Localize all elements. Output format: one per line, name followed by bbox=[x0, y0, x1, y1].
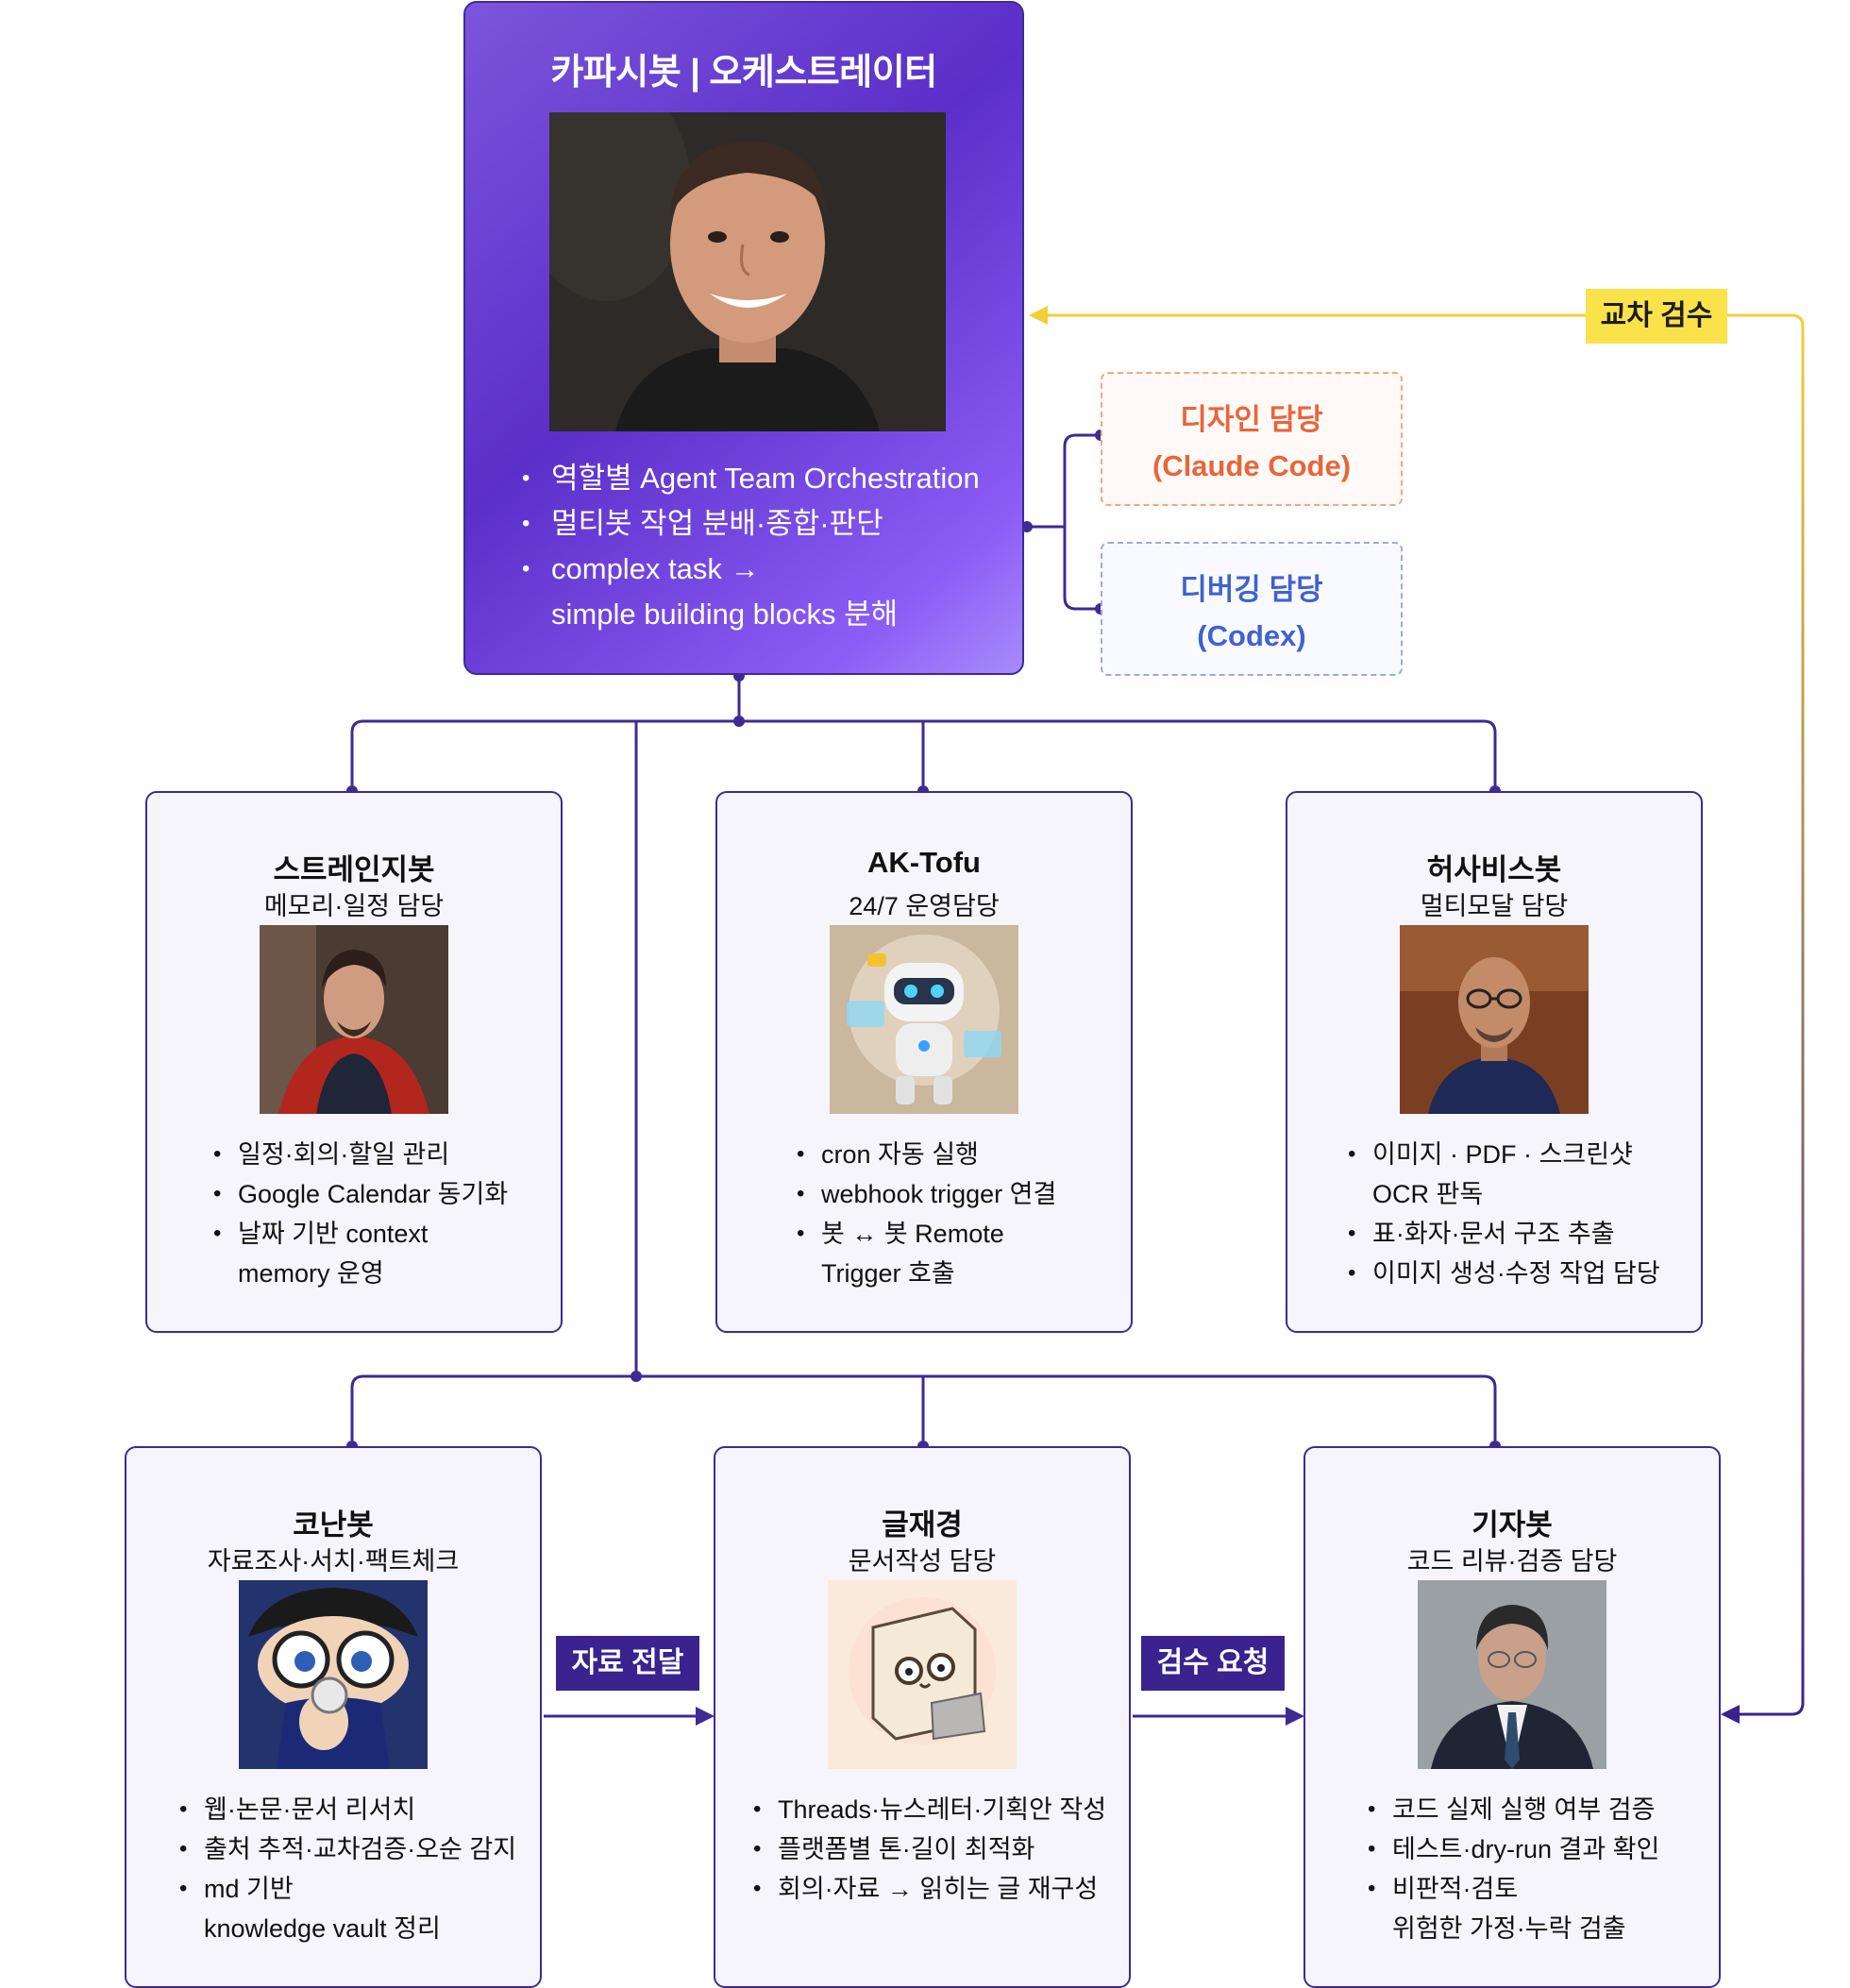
debug-role-box: 디버깅 담당 (Codex) bbox=[1101, 542, 1403, 676]
orchestrator-card: 카파시봇 | 오케스트레이터 역할별 Agent Team Orchestrat… bbox=[463, 1, 1024, 675]
bot-bullet: 이미지 생성·수정 작업 담당 bbox=[1346, 1254, 1660, 1293]
jarvis-portrait bbox=[1400, 925, 1589, 1114]
dot-orch-right bbox=[1021, 521, 1033, 532]
cross-review-label: 교차 검수 bbox=[1586, 289, 1727, 344]
dot-bus-center bbox=[733, 716, 745, 727]
bot-name: 기자봇 bbox=[1472, 1508, 1553, 1542]
bot-bullet: 웹·논문·문서 리서치 bbox=[177, 1790, 516, 1829]
bot-name: 스트레인지봇 bbox=[273, 853, 435, 886]
dot-lower-bus bbox=[631, 1371, 642, 1382]
bot-name: 허사비스봇 bbox=[1426, 853, 1562, 886]
orchestrator-bullet: 멀티봇 작업 분배·종합·판단 bbox=[522, 501, 980, 547]
writer-illustration bbox=[828, 1580, 1017, 1769]
orchestrator-portrait bbox=[549, 112, 946, 431]
bot-bullet: Threads·뉴스레터·기획안 작성 bbox=[751, 1790, 1106, 1829]
bot-role: 멀티모달 담당 bbox=[1420, 892, 1569, 920]
bot-bullet: cron 자동 실행 bbox=[795, 1135, 1056, 1174]
design-role-title: 디자인 담당 bbox=[1180, 403, 1323, 436]
bot-card-conan: 코난봇 자료조사·서치·팩트체크 웹·논문·문서 리서치 출처 추적·교차검증·… bbox=[125, 1446, 542, 1988]
bot-bullets: Threads·뉴스레터·기획안 작성 플랫폼별 톤·길이 최적화 회의·자료 … bbox=[751, 1790, 1106, 1909]
bot-bullet: 플랫폼별 톤·길이 최적화 bbox=[751, 1829, 1106, 1869]
bot-bullet: 표·화자·문서 구조 추출 bbox=[1346, 1214, 1660, 1254]
bot-name: 글재경 bbox=[882, 1508, 963, 1542]
orchestrator-bullet: complex task →simple building blocks 분해 bbox=[522, 547, 980, 637]
bot-bullets: 웹·논문·문서 리서치 출처 추적·교차검증·오순 감지 md 기반knowle… bbox=[177, 1790, 516, 1948]
bot-card-writer: 글재경 문서작성 담당 Threads·뉴스레터·기획안 작성 플랫폼별 톤·길… bbox=[714, 1446, 1131, 1988]
design-role-box: 디자인 담당 (Claude Code) bbox=[1101, 372, 1403, 506]
bot-bullets: 일정·회의·할일 관리 Google Calendar 동기화 날짜 기반 co… bbox=[211, 1135, 508, 1293]
bot-bullets: cron 자동 실행 webhook trigger 연결 봇 ↔ 봇 Remo… bbox=[795, 1135, 1056, 1293]
bot-role: 메모리·일정 담당 bbox=[263, 892, 445, 920]
bot-bullet: 출처 추적·교차검증·오순 감지 bbox=[177, 1829, 516, 1869]
debug-role-title: 디버깅 담당 bbox=[1180, 573, 1323, 606]
bot-bullets: 코드 실제 실행 여부 검증 테스트·dry-run 결과 확인 비판적·검토위… bbox=[1366, 1790, 1659, 1948]
bot-card-strange: 스트레인지봇 메모리·일정 담당 일정·회의·할일 관리 Google Cale… bbox=[145, 791, 563, 1333]
design-role-tool: (Claude Code) bbox=[1152, 449, 1352, 482]
bot-card-reporter: 기자봇 코드 리뷰·검증 담당 코드 실제 실행 여부 검증 테스트·dry-r… bbox=[1303, 1446, 1721, 1988]
data-transfer-label: 자료 전달 bbox=[556, 1636, 699, 1691]
side-bracket bbox=[1029, 433, 1099, 611]
orchestrator-title: 카파시봇 | 오케스트레이터 bbox=[550, 53, 937, 93]
review-request-label: 검수 요청 bbox=[1141, 1636, 1285, 1691]
robot-illustration bbox=[830, 925, 1018, 1114]
bot-role: 문서작성 담당 bbox=[848, 1547, 997, 1575]
bot-name: AK-Tofu bbox=[867, 846, 981, 879]
bot-role: 자료조사·서치·팩트체크 bbox=[207, 1547, 460, 1575]
orchestrator-bullet: 역할별 Agent Team Orchestration bbox=[522, 456, 980, 501]
conan-illustration bbox=[239, 1580, 428, 1769]
cross-review-arrowhead-bottom bbox=[1721, 1705, 1740, 1724]
bot-bullet: webhook trigger 연결 bbox=[795, 1174, 1056, 1214]
strange-portrait bbox=[260, 925, 448, 1114]
bot-bullet: Google Calendar 동기화 bbox=[211, 1174, 508, 1214]
orchestrator-bullets: 역할별 Agent Team Orchestration 멀티봇 작업 분배·종… bbox=[522, 456, 980, 637]
bot-role: 24/7 운영담당 bbox=[849, 892, 1000, 920]
cross-review-line bbox=[1033, 313, 1805, 1716]
bot-name: 코난봇 bbox=[293, 1508, 374, 1542]
bot-bullet: 테스트·dry-run 결과 확인 bbox=[1366, 1829, 1659, 1869]
bot-bullet: 일정·회의·할일 관리 bbox=[211, 1135, 508, 1174]
debug-role-tool: (Codex) bbox=[1197, 619, 1306, 652]
bot-bullet: 회의·자료 → 읽히는 글 재구성 bbox=[751, 1869, 1106, 1909]
bot-card-tofu: AK-Tofu 24/7 운영담당 cron 자동 실행 webhook tri… bbox=[715, 791, 1133, 1333]
flow-arrowhead-2 bbox=[1286, 1707, 1304, 1726]
flow-arrowhead-1 bbox=[696, 1707, 715, 1726]
reporter-portrait bbox=[1418, 1580, 1606, 1769]
cross-review-arrowhead-top bbox=[1029, 306, 1048, 325]
bot-role: 코드 리뷰·검증 담당 bbox=[1406, 1547, 1618, 1575]
bot-bullet: 코드 실제 실행 여부 검증 bbox=[1366, 1790, 1659, 1829]
